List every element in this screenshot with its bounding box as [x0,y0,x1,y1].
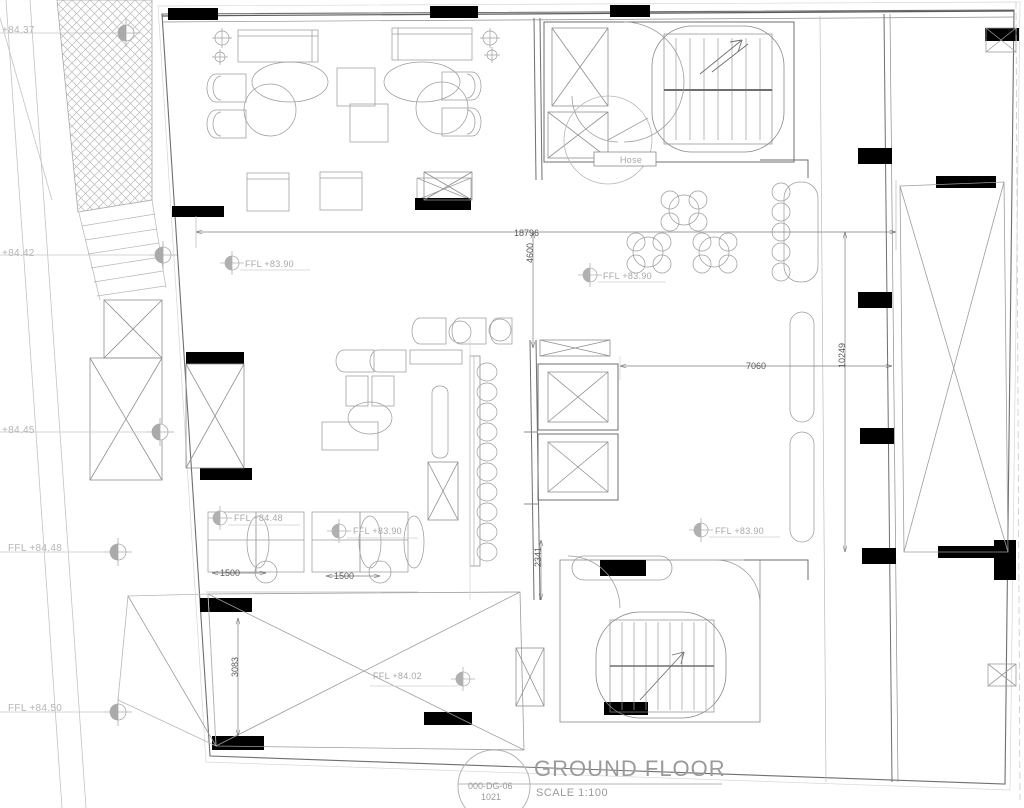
level-symbol-84-45 [0,418,174,446]
site-boundary-lines [0,0,87,808]
upper-stair-core [543,21,795,185]
banquette-3 [789,431,815,543]
sheet-number-text: 1021 [481,792,501,802]
right-internal-partitions [744,15,827,783]
sofa-l2 [255,511,305,573]
oval-table-2 [383,61,461,103]
top-external-wall [161,5,1019,41]
oval-table-1 [251,61,329,103]
setting-out-targets-lounge [212,28,500,65]
ffl-marker-symbols [208,251,780,691]
terrace-upper-triangle [117,593,217,747]
mid-service-rooms [524,363,619,505]
left-structural-shafts [89,299,163,481]
level-label-1: +84.42 [2,248,35,259]
level-label-3: FFL +84.48 [8,543,62,554]
dim-label-3083: 3083 [230,657,240,677]
level-marker-symbols [0,19,177,726]
ffl-label-4: FFL +83.90 [353,526,402,536]
lower-stair-core [559,555,761,723]
sofa-2 [391,27,473,61]
sofa-row-lower [206,511,425,593]
hose-reel-block [593,151,657,167]
entrance-ramp-steps [77,199,167,301]
hose-label: Hose [620,155,642,165]
dimension-lines [195,180,897,736]
ffl-label-2: FFL +83.90 [715,526,764,536]
dim-label-18796: 18796 [514,228,539,238]
armchair-3 [441,71,482,101]
building-envelope [157,1,1021,791]
mid-service-shafts [423,171,611,707]
level-label-4: FFL +84.50 [8,703,62,714]
sofa-1 [237,29,319,63]
square-table-2 [349,103,389,143]
level-symbol-84-48 [0,538,132,566]
ffl-symbol-centre [578,263,666,287]
right-wall-system [858,1,1021,801]
level-symbol-84-42 [0,241,177,269]
dim-label-1500-a: 1500 [220,568,240,578]
square-table-1 [336,67,376,107]
dim-label-1500-b: 1500 [334,571,354,581]
ffl-symbol-terrace [370,667,475,691]
armchair-1 [206,73,247,103]
drawing-scale-text: SCALE 1:100 [536,787,608,799]
dim-label-10249: 10249 [837,343,847,368]
ffl-label-1: FFL +83.90 [603,271,652,281]
ottoman-1 [246,172,290,212]
dimension-text: 18796 4600 7060 10249 2341 3083 1500 150… [220,228,847,677]
title-block: 000-DG-06 1021 GROUND FLOOR SCALE 1:100 [457,749,726,808]
drawing-title-text: GROUND FLOOR [534,756,726,781]
level-symbol-84-37 [0,19,140,47]
round-table-2 [415,81,469,135]
ottoman-2 [319,171,363,211]
ffl-label-3: FFL +84.48 [234,513,283,523]
banquette-seat-bubbles [476,362,498,562]
dim-label-4600: 4600 [525,243,535,263]
armchair-4 [441,107,482,137]
bar-seating-cluster [321,317,513,567]
ffl-symbol-sofa-b [327,519,418,543]
level-symbol-84-50 [0,698,132,726]
level-marker-text: +84.37 +84.42 +84.45 FFL +84.48 FFL +84.… [2,25,62,714]
ffl-symbol-lounge [220,251,310,275]
ffl-label-5: FFL +84.02 [373,671,422,681]
dim-label-7060: 7060 [746,361,766,371]
left-internal-shafts [185,363,245,469]
level-label-2: +84.45 [2,425,35,436]
ffl-symbol-right [689,518,780,542]
dim-label-2341: 2341 [533,547,543,567]
ffl-label-text: FFL +83.90 FFL +83.90 FFL +83.90 FFL +84… [234,259,764,681]
level-label-0: +84.37 [2,25,35,36]
armchair-2 [206,109,247,139]
sofa-l4 [359,511,409,573]
ffl-label-0: FFL +83.90 [245,259,294,269]
sheet-code-text: 000-DG-06 [468,781,513,791]
ffl-symbol-sofa-a [208,506,300,530]
round-table-1 [243,83,297,137]
